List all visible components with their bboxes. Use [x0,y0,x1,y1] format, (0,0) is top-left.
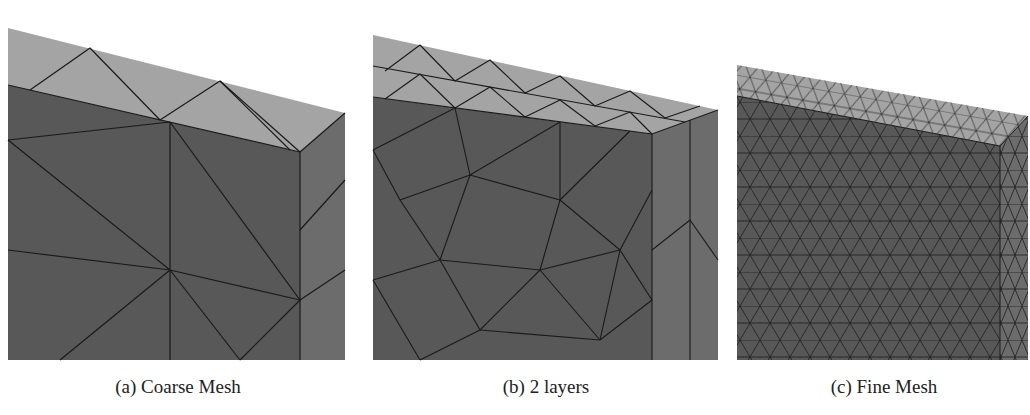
coarse-mesh-block [8,28,345,360]
caption-label: (b) 2 layers [503,376,590,399]
fine-mesh-block [737,65,1028,360]
caption-label: (c) Fine Mesh [831,376,938,399]
two-layer-mesh-block [373,35,718,360]
caption-label: (a) Coarse Mesh [115,376,241,399]
